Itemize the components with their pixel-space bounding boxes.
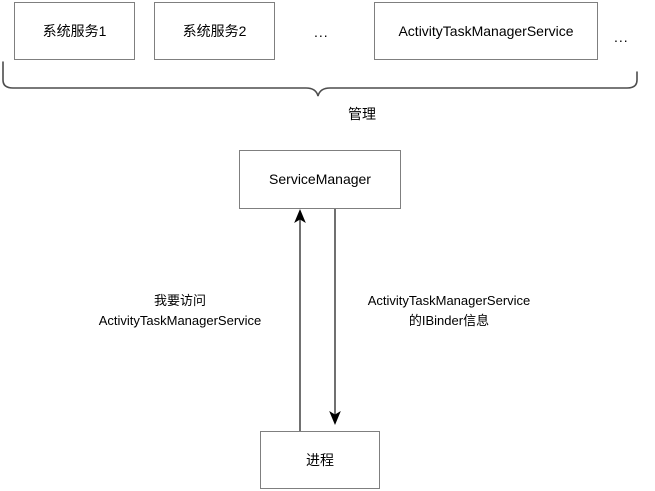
process-box[interactable]: 进程 (260, 431, 380, 489)
service-box-label: 系统服务1 (42, 22, 107, 39)
service-manager-label: ServiceManager (269, 171, 371, 188)
service-box-label: ActivityTaskManagerService (398, 22, 574, 39)
brace-label-manage: 管理 (348, 106, 376, 122)
edge-label-response-line1: ActivityTaskManagerService (367, 293, 531, 308)
edge-request-arrowhead (294, 208, 306, 223)
process-label: 进程 (306, 451, 334, 468)
edge-label-request: 我要访问 ActivityTaskManagerService (60, 291, 300, 331)
edge-label-response: ActivityTaskManagerService 的IBinder信息 (345, 291, 553, 331)
edge-label-response-line2: 的IBinder信息 (408, 313, 490, 329)
service-box-label: 系统服务2 (182, 22, 247, 39)
service-box-system-service-1[interactable]: 系统服务1 (14, 2, 135, 60)
service-box-activity-task-manager-service[interactable]: ActivityTaskManagerService (374, 2, 598, 60)
service-manager-box[interactable]: ServiceManager (239, 150, 401, 209)
service-box-system-service-2[interactable]: 系统服务2 (154, 2, 275, 60)
edge-label-request-line1: 我要访问 (153, 293, 206, 308)
edge-response-arrowhead (329, 411, 341, 426)
ellipsis-end: ... (614, 29, 629, 45)
ellipsis-middle: ... (314, 24, 329, 40)
edge-label-request-line2: ActivityTaskManagerService (98, 313, 262, 329)
curly-brace (2, 61, 638, 97)
